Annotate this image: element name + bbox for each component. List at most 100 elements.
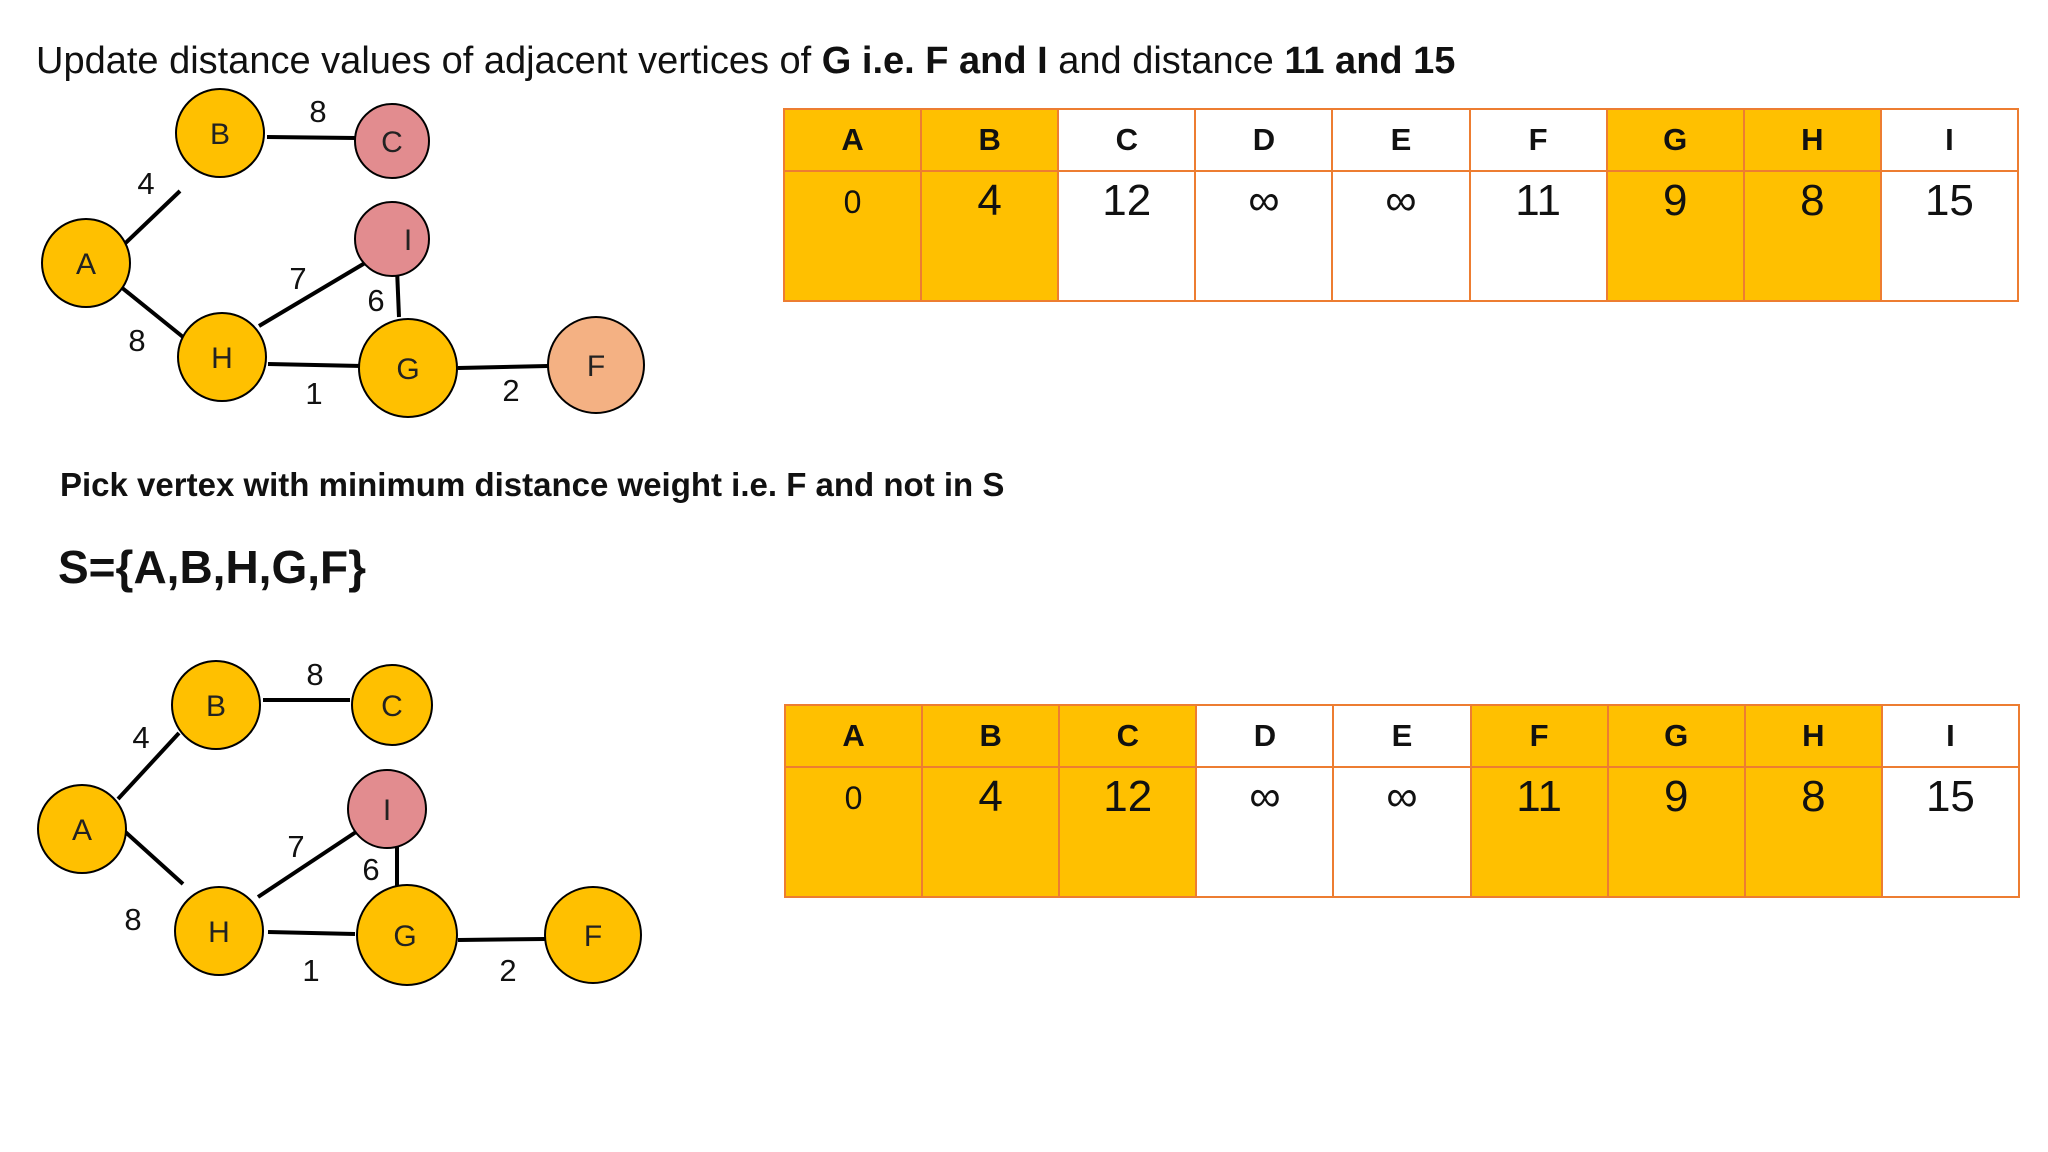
edge-hg xyxy=(267,362,363,368)
value-cell-c: 12 xyxy=(1057,170,1197,302)
edge-ab xyxy=(116,731,181,801)
table-header-row: A B C D E F G H I xyxy=(783,704,2021,768)
value-cell-c: 12 xyxy=(1058,766,1198,898)
header-cell-d: D xyxy=(1195,704,1335,768)
node-label-a: A xyxy=(76,248,96,281)
node-i xyxy=(347,769,427,849)
node-label-b: B xyxy=(206,690,226,723)
weight-ah: 8 xyxy=(124,902,141,937)
heading-bold-1: G i.e. F and I xyxy=(821,40,1048,82)
weight-hg: 1 xyxy=(305,376,322,411)
distance-table-top: A B C D E F G H I 0 4 12 ∞ ∞ 11 9 8 15 xyxy=(782,108,2020,302)
edge-hg xyxy=(267,930,356,936)
value-cell-h: 8 xyxy=(1743,766,1883,898)
node-label-h: H xyxy=(211,342,233,375)
node-g xyxy=(358,318,458,418)
edge-hi xyxy=(257,261,367,328)
table-value-row: 0 4 12 ∞ ∞ 11 9 8 15 xyxy=(783,766,2021,898)
weight-bc: 8 xyxy=(309,94,326,129)
node-i xyxy=(354,201,430,277)
edge-gf xyxy=(457,364,549,370)
weight-ab: 4 xyxy=(137,166,154,201)
header-cell-a: A xyxy=(783,704,924,768)
value-cell-f: 11 xyxy=(1469,766,1609,898)
node-g xyxy=(356,884,458,986)
edge-ah xyxy=(119,285,185,339)
header-cell-h: H xyxy=(1743,704,1883,768)
node-label-c: C xyxy=(381,690,403,723)
weight-hg: 1 xyxy=(302,953,319,988)
weight-ab: 4 xyxy=(132,720,149,755)
value-cell-b: 4 xyxy=(921,766,1061,898)
pick-vertex-text: Pick vertex with minimum distance weight… xyxy=(60,466,1005,503)
header-cell-f: F xyxy=(1469,704,1609,768)
node-b xyxy=(175,88,265,178)
header-cell-b: B xyxy=(920,108,1060,172)
edge-ig xyxy=(395,268,401,318)
weight-hi: 7 xyxy=(287,829,304,864)
node-label-i: I xyxy=(383,794,391,827)
node-f xyxy=(547,316,645,414)
node-label-g: G xyxy=(396,353,419,386)
value-cell-e: ∞ xyxy=(1331,170,1471,302)
graph-top: A B C I H G F 4 8 8 7 6 1 2 xyxy=(41,88,645,418)
header-cell-e: E xyxy=(1332,704,1472,768)
weight-ah: 8 xyxy=(128,323,145,358)
node-label-a: A xyxy=(72,814,92,847)
value-cell-h: 8 xyxy=(1742,170,1882,302)
header-cell-a: A xyxy=(782,108,923,172)
value-cell-d: ∞ xyxy=(1194,170,1334,302)
node-label-f: F xyxy=(587,350,605,383)
edge-ah xyxy=(119,826,185,886)
graph-bottom: A B C I H G F 4 8 8 7 6 1 2 xyxy=(37,657,642,988)
header-cell-g: G xyxy=(1606,704,1746,768)
header-cell-f: F xyxy=(1468,108,1608,172)
heading-bold-2: 11 and 15 xyxy=(1284,40,1456,82)
header-cell-h: H xyxy=(1742,108,1882,172)
value-cell-b: 4 xyxy=(920,170,1060,302)
value-cell-a: 0 xyxy=(782,170,923,302)
node-a xyxy=(37,784,127,874)
table-value-row: 0 4 12 ∞ ∞ 11 9 8 15 xyxy=(782,170,2020,302)
node-label-c: C xyxy=(381,126,403,159)
weight-gf: 2 xyxy=(502,373,519,408)
weight-ig: 6 xyxy=(362,852,379,887)
distance-table-bottom: A B C D E F G H I 0 4 12 ∞ ∞ 11 9 8 15 xyxy=(783,704,2021,898)
value-cell-i: 15 xyxy=(1880,766,2021,898)
visited-set-text: S={A,B,H,G,F} xyxy=(58,541,367,593)
header-cell-d: D xyxy=(1194,108,1334,172)
header-cell-g: G xyxy=(1605,108,1745,172)
node-label-i: I xyxy=(404,224,412,257)
weight-bc: 8 xyxy=(306,657,323,692)
node-label-g: G xyxy=(393,920,416,953)
node-label-b: B xyxy=(210,118,230,151)
node-h xyxy=(177,312,267,402)
heading-text-2: and distance xyxy=(1047,40,1285,82)
header-cell-e: E xyxy=(1331,108,1471,172)
node-label-h: H xyxy=(208,916,230,949)
value-cell-e: ∞ xyxy=(1332,766,1472,898)
node-f xyxy=(544,886,642,984)
header-cell-i: I xyxy=(1880,704,2021,768)
header-cell-b: B xyxy=(921,704,1061,768)
node-a xyxy=(41,218,131,308)
header-cell-c: C xyxy=(1058,704,1198,768)
slide-heading: Update distance values of adjacent verti… xyxy=(36,40,1455,83)
heading-text-1: Update distance values of adjacent verti… xyxy=(36,40,822,82)
weight-gf: 2 xyxy=(499,953,516,988)
edge-gf xyxy=(457,937,546,942)
value-cell-g: 9 xyxy=(1606,766,1746,898)
edge-hi xyxy=(256,824,367,899)
node-c xyxy=(354,103,430,179)
header-cell-c: C xyxy=(1057,108,1197,172)
edge-bc xyxy=(266,135,357,140)
node-label-f: F xyxy=(584,920,602,953)
node-c xyxy=(351,664,433,746)
weight-hi: 7 xyxy=(289,261,306,296)
value-cell-d: ∞ xyxy=(1195,766,1335,898)
table-header-row: A B C D E F G H I xyxy=(782,108,2020,172)
weight-ig: 6 xyxy=(367,283,384,318)
value-cell-a: 0 xyxy=(783,766,924,898)
header-cell-i: I xyxy=(1879,108,2020,172)
